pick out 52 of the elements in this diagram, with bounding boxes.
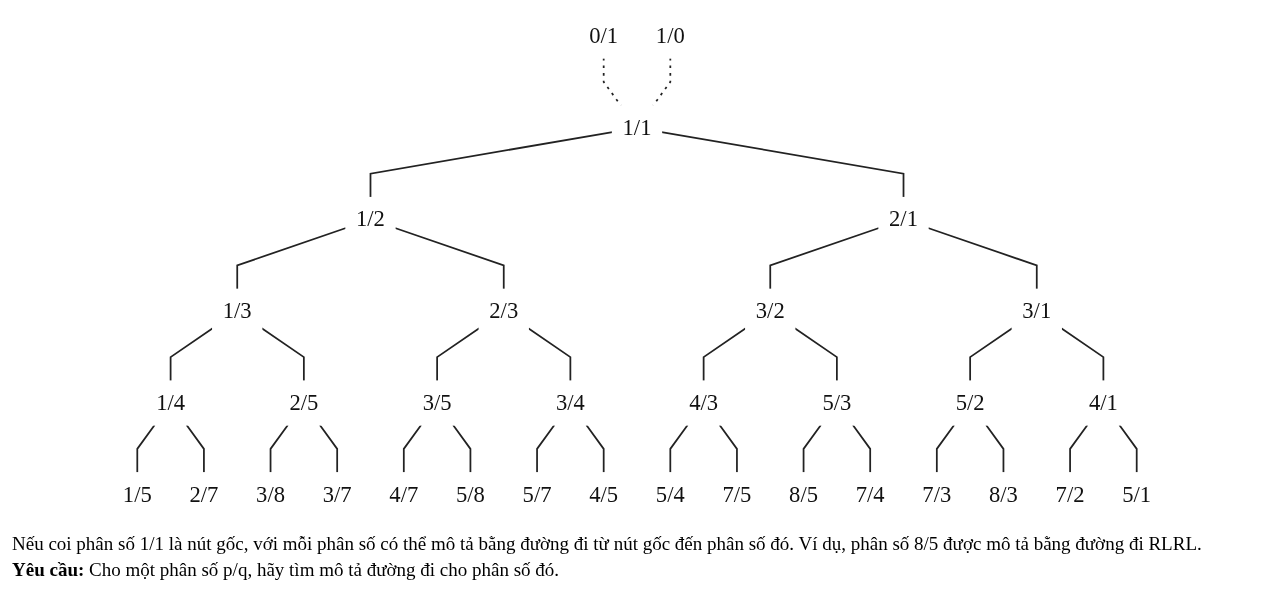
node-text: 8/5 bbox=[789, 481, 819, 507]
node-text: 5/1 bbox=[1122, 481, 1152, 507]
node-text: 2/3 bbox=[489, 298, 519, 324]
node-text: 5/4 bbox=[655, 481, 685, 507]
node-text: 8/3 bbox=[988, 481, 1018, 507]
node-text: 4/7 bbox=[389, 481, 419, 507]
connector bbox=[852, 424, 872, 474]
node-text: 0/1 bbox=[589, 22, 619, 48]
node-text: 1/3 bbox=[222, 298, 252, 324]
connector bbox=[318, 424, 339, 474]
node-text: 1/5 bbox=[122, 481, 152, 507]
node-text: 4/1 bbox=[1088, 389, 1118, 415]
node-text: 7/4 bbox=[855, 481, 885, 507]
node-text: 7/5 bbox=[722, 481, 752, 507]
node-text: 5/3 bbox=[822, 389, 852, 415]
node-text: 3/7 bbox=[322, 481, 352, 507]
connector bbox=[136, 424, 156, 474]
connector bbox=[269, 424, 289, 474]
node-text: 1/1 bbox=[622, 114, 652, 140]
connector bbox=[935, 424, 956, 474]
connector bbox=[536, 424, 556, 474]
node-text: 5/2 bbox=[955, 389, 985, 415]
connector bbox=[585, 424, 605, 474]
connector bbox=[452, 424, 472, 474]
node-text: 4/5 bbox=[589, 481, 619, 507]
connector bbox=[802, 424, 822, 474]
node-text: 3/8 bbox=[256, 481, 286, 507]
node-text: 5/8 bbox=[455, 481, 485, 507]
node-text: 3/5 bbox=[422, 389, 452, 415]
connector bbox=[1118, 424, 1138, 474]
node-text: 1/0 bbox=[655, 22, 685, 48]
node-text: 3/2 bbox=[755, 298, 785, 324]
paragraph-text: Nếu coi phân số 1/1 là nút gốc, với mỗi phân số có thể mô tả bằng đường đi từ nút gốc đến phân số đó. Ví dụ, phân số 8/5 được mô tả bằng đường đi RLRL. bbox=[12, 531, 1203, 556]
connector bbox=[769, 227, 880, 291]
connector bbox=[185, 424, 205, 474]
connector bbox=[718, 424, 738, 474]
connector bbox=[985, 424, 1005, 474]
node-text: 2/7 bbox=[189, 481, 219, 507]
connector bbox=[669, 424, 689, 474]
node-text: 1/2 bbox=[356, 206, 385, 232]
paragraph-text: Yêu cầu: Cho một phân số p/q, hãy tìm mô tả đường đi cho phân số đó. bbox=[12, 558, 561, 583]
node-text: 7/3 bbox=[922, 481, 952, 507]
node-text: 4/3 bbox=[689, 389, 719, 415]
node-text: 2/5 bbox=[289, 389, 319, 415]
node-text: 2/1 bbox=[889, 206, 918, 232]
node-text: 7/2 bbox=[1055, 481, 1085, 507]
node-text: 5/7 bbox=[522, 481, 552, 507]
node-text: 3/1 bbox=[1022, 298, 1052, 324]
connector bbox=[1069, 424, 1089, 474]
connector bbox=[402, 424, 422, 474]
node-text: 3/4 bbox=[555, 389, 585, 415]
node-text: 1/4 bbox=[156, 389, 186, 415]
